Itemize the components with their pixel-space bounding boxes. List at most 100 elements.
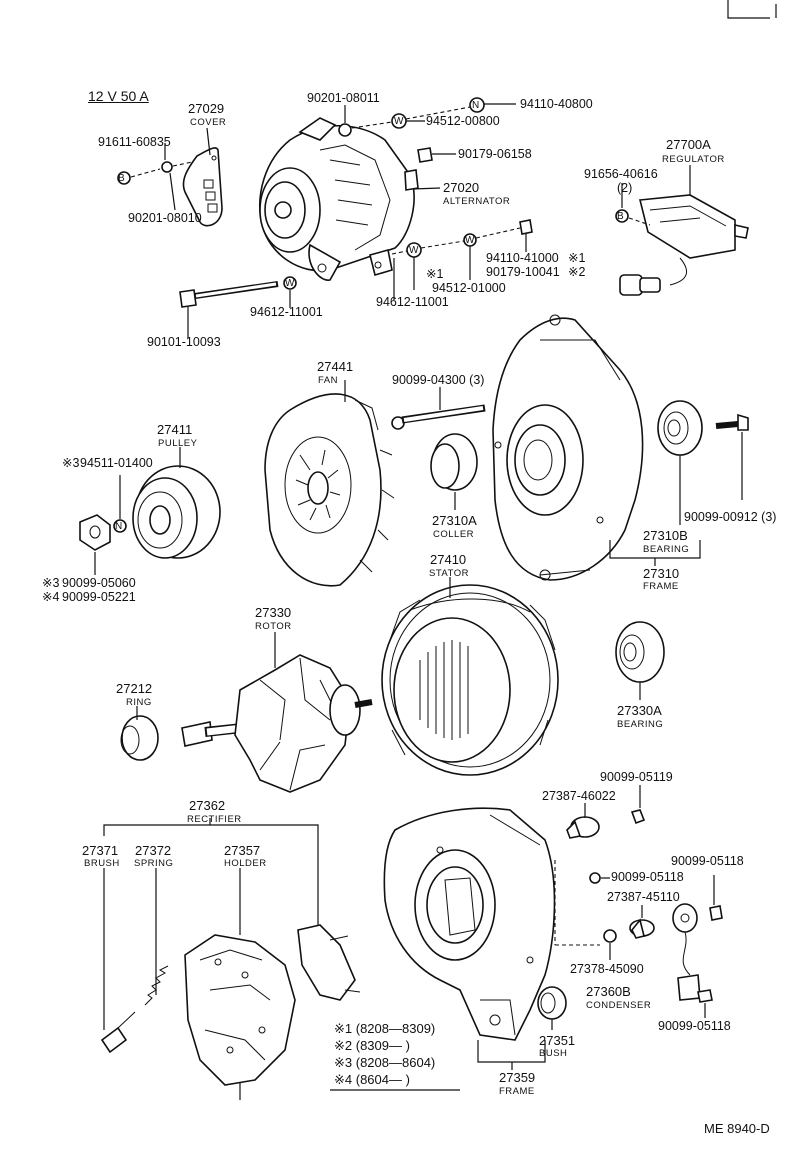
bearing-b-number: 27310B [643, 528, 688, 543]
coller-part [430, 433, 478, 491]
callout-n-2: N [115, 521, 123, 532]
ring-name: RING [126, 697, 152, 708]
fastener-90179-06158: 90179-06158 [458, 147, 532, 161]
rotor-name: ROTOR [255, 621, 292, 632]
fastener-90201-08011: 90201-08011 [307, 91, 380, 105]
fastener-mark-3b: ※3 [42, 576, 60, 590]
cover-part [182, 147, 223, 227]
fastener-94612-11001-b: 94612-11001 [250, 305, 323, 319]
callout-w-2: W [409, 245, 419, 256]
stator-part [381, 584, 559, 776]
cover-name: COVER [190, 117, 227, 128]
fastener-94110-41000: 94110-41000 [486, 251, 559, 265]
legend-row-3: ※3 (8208—8604) [334, 1054, 435, 1071]
ring-number: 27212 [116, 681, 153, 696]
ring-part [120, 715, 159, 761]
legend-row-1: ※1 (8208—8309) [334, 1020, 435, 1037]
part-27378-45090: 27378-45090 [570, 962, 644, 976]
frame-rear-number: 27359 [499, 1070, 536, 1085]
bearing-a-name: BEARING [617, 719, 664, 730]
fastener-90099-05221: 90099-05221 [62, 590, 136, 604]
voltage-spec-label: 12 V 50 A [88, 88, 149, 104]
page-corner-mark [727, 0, 777, 19]
spring-part [144, 965, 169, 1006]
fastener-mark-1b: ※1 [426, 267, 444, 281]
pulley-name: PULLEY [158, 438, 198, 449]
brush-part [100, 1011, 136, 1054]
frame-front-name: FRAME [643, 581, 679, 592]
rectifier-name: RECTIFIER [187, 814, 242, 825]
fastener-90099-00912: 90099-00912 (3) [684, 510, 777, 524]
brush-name: BRUSH [84, 858, 120, 869]
callout-b-2: B [617, 211, 624, 222]
brush-number: 27371 [82, 843, 119, 858]
fastener-90201-08010: 90201-08010 [128, 211, 202, 225]
legend-mark: ※4 [334, 1072, 353, 1087]
fastener-mark-2: ※2 [568, 265, 586, 279]
legend-range: (8604— ) [355, 1072, 410, 1087]
fastener-mark-3: ※3 [62, 456, 80, 470]
rear-frame-part [383, 807, 556, 1041]
regulator-part [619, 194, 749, 296]
fastener-94110-40800: 94110-40800 [520, 97, 593, 111]
callout-w-3: W [465, 235, 475, 246]
pulley-part [132, 465, 221, 559]
legend-row-4: ※4 (8604— ) [334, 1071, 435, 1088]
legend-row-2: ※2 (8309— ) [334, 1037, 435, 1054]
rotor-part [181, 654, 373, 793]
holder-part [184, 924, 361, 1086]
legend-range: (8208—8309) [355, 1021, 436, 1036]
bearing-a-number: 27330A [617, 703, 662, 718]
fastener-90099-05118-a: 90099-05118 [611, 870, 684, 884]
rotor-number: 27330 [255, 605, 292, 620]
fastener-90099-04300: 90099-04300 (3) [392, 373, 485, 387]
legend-mark: ※1 [334, 1021, 353, 1036]
stator-name: STATOR [429, 568, 469, 579]
condenser-number: 27360B [586, 984, 631, 999]
fastener-91611-60835: 91611-60835 [98, 135, 171, 149]
fastener-91656-40616: 91656-40616 [584, 167, 658, 181]
legend-mark: ※2 [334, 1038, 353, 1053]
insulator-part [629, 918, 655, 939]
bush-number: 27351 [539, 1033, 576, 1048]
legend-mark: ※3 [334, 1055, 353, 1070]
fan-number: 27441 [317, 359, 354, 374]
callout-w-1: W [394, 116, 404, 127]
rectifier-number: 27362 [189, 798, 226, 813]
coller-number: 27310A [432, 513, 477, 528]
fastener-90099-05118-c: 90099-05118 [658, 1019, 731, 1033]
frame-rear-name: FRAME [499, 1086, 535, 1097]
bearing-a-part [615, 621, 665, 683]
fastener-94512-00800: 94512-00800 [426, 114, 500, 128]
fastener-90101-10093: 90101-10093 [147, 335, 221, 349]
alternator-number: 27020 [443, 180, 480, 195]
spring-number: 27372 [135, 843, 172, 858]
front-frame-part [492, 314, 644, 581]
fastener-mark-1: ※1 [568, 251, 586, 265]
cover-number: 27029 [188, 101, 225, 116]
callout-w-4: W [285, 278, 295, 289]
fan-name: FAN [318, 375, 338, 386]
alternator-part [259, 117, 419, 281]
fastener-94612-11001-a: 94612-11001 [376, 295, 449, 309]
fastener-90099-05118-b: 90099-05118 [671, 854, 744, 868]
callout-n-1: N [472, 100, 480, 111]
bearing-b-part [657, 400, 703, 456]
part-27387-46022: 27387-46022 [542, 789, 616, 803]
regulator-name: REGULATOR [662, 154, 725, 165]
holder-number: 27357 [224, 843, 261, 858]
alternator-name: ALTERNATOR [443, 196, 511, 207]
stator-number: 27410 [430, 552, 467, 567]
regulator-qty: (2) [617, 181, 633, 195]
fastener-mark-4: ※4 [42, 590, 60, 604]
fastener-94511-01400: 94511-01400 [80, 456, 153, 470]
condenser-name: CONDENSER [586, 1000, 652, 1011]
fan-part [264, 393, 395, 587]
fastener-90099-05060: 90099-05060 [62, 576, 136, 590]
fastener-90099-05119: 90099-05119 [600, 770, 673, 784]
pulley-number: 27411 [157, 422, 193, 437]
nut-part [79, 514, 111, 551]
terminal-part [566, 816, 600, 839]
coller-name: COLLER [433, 529, 475, 540]
